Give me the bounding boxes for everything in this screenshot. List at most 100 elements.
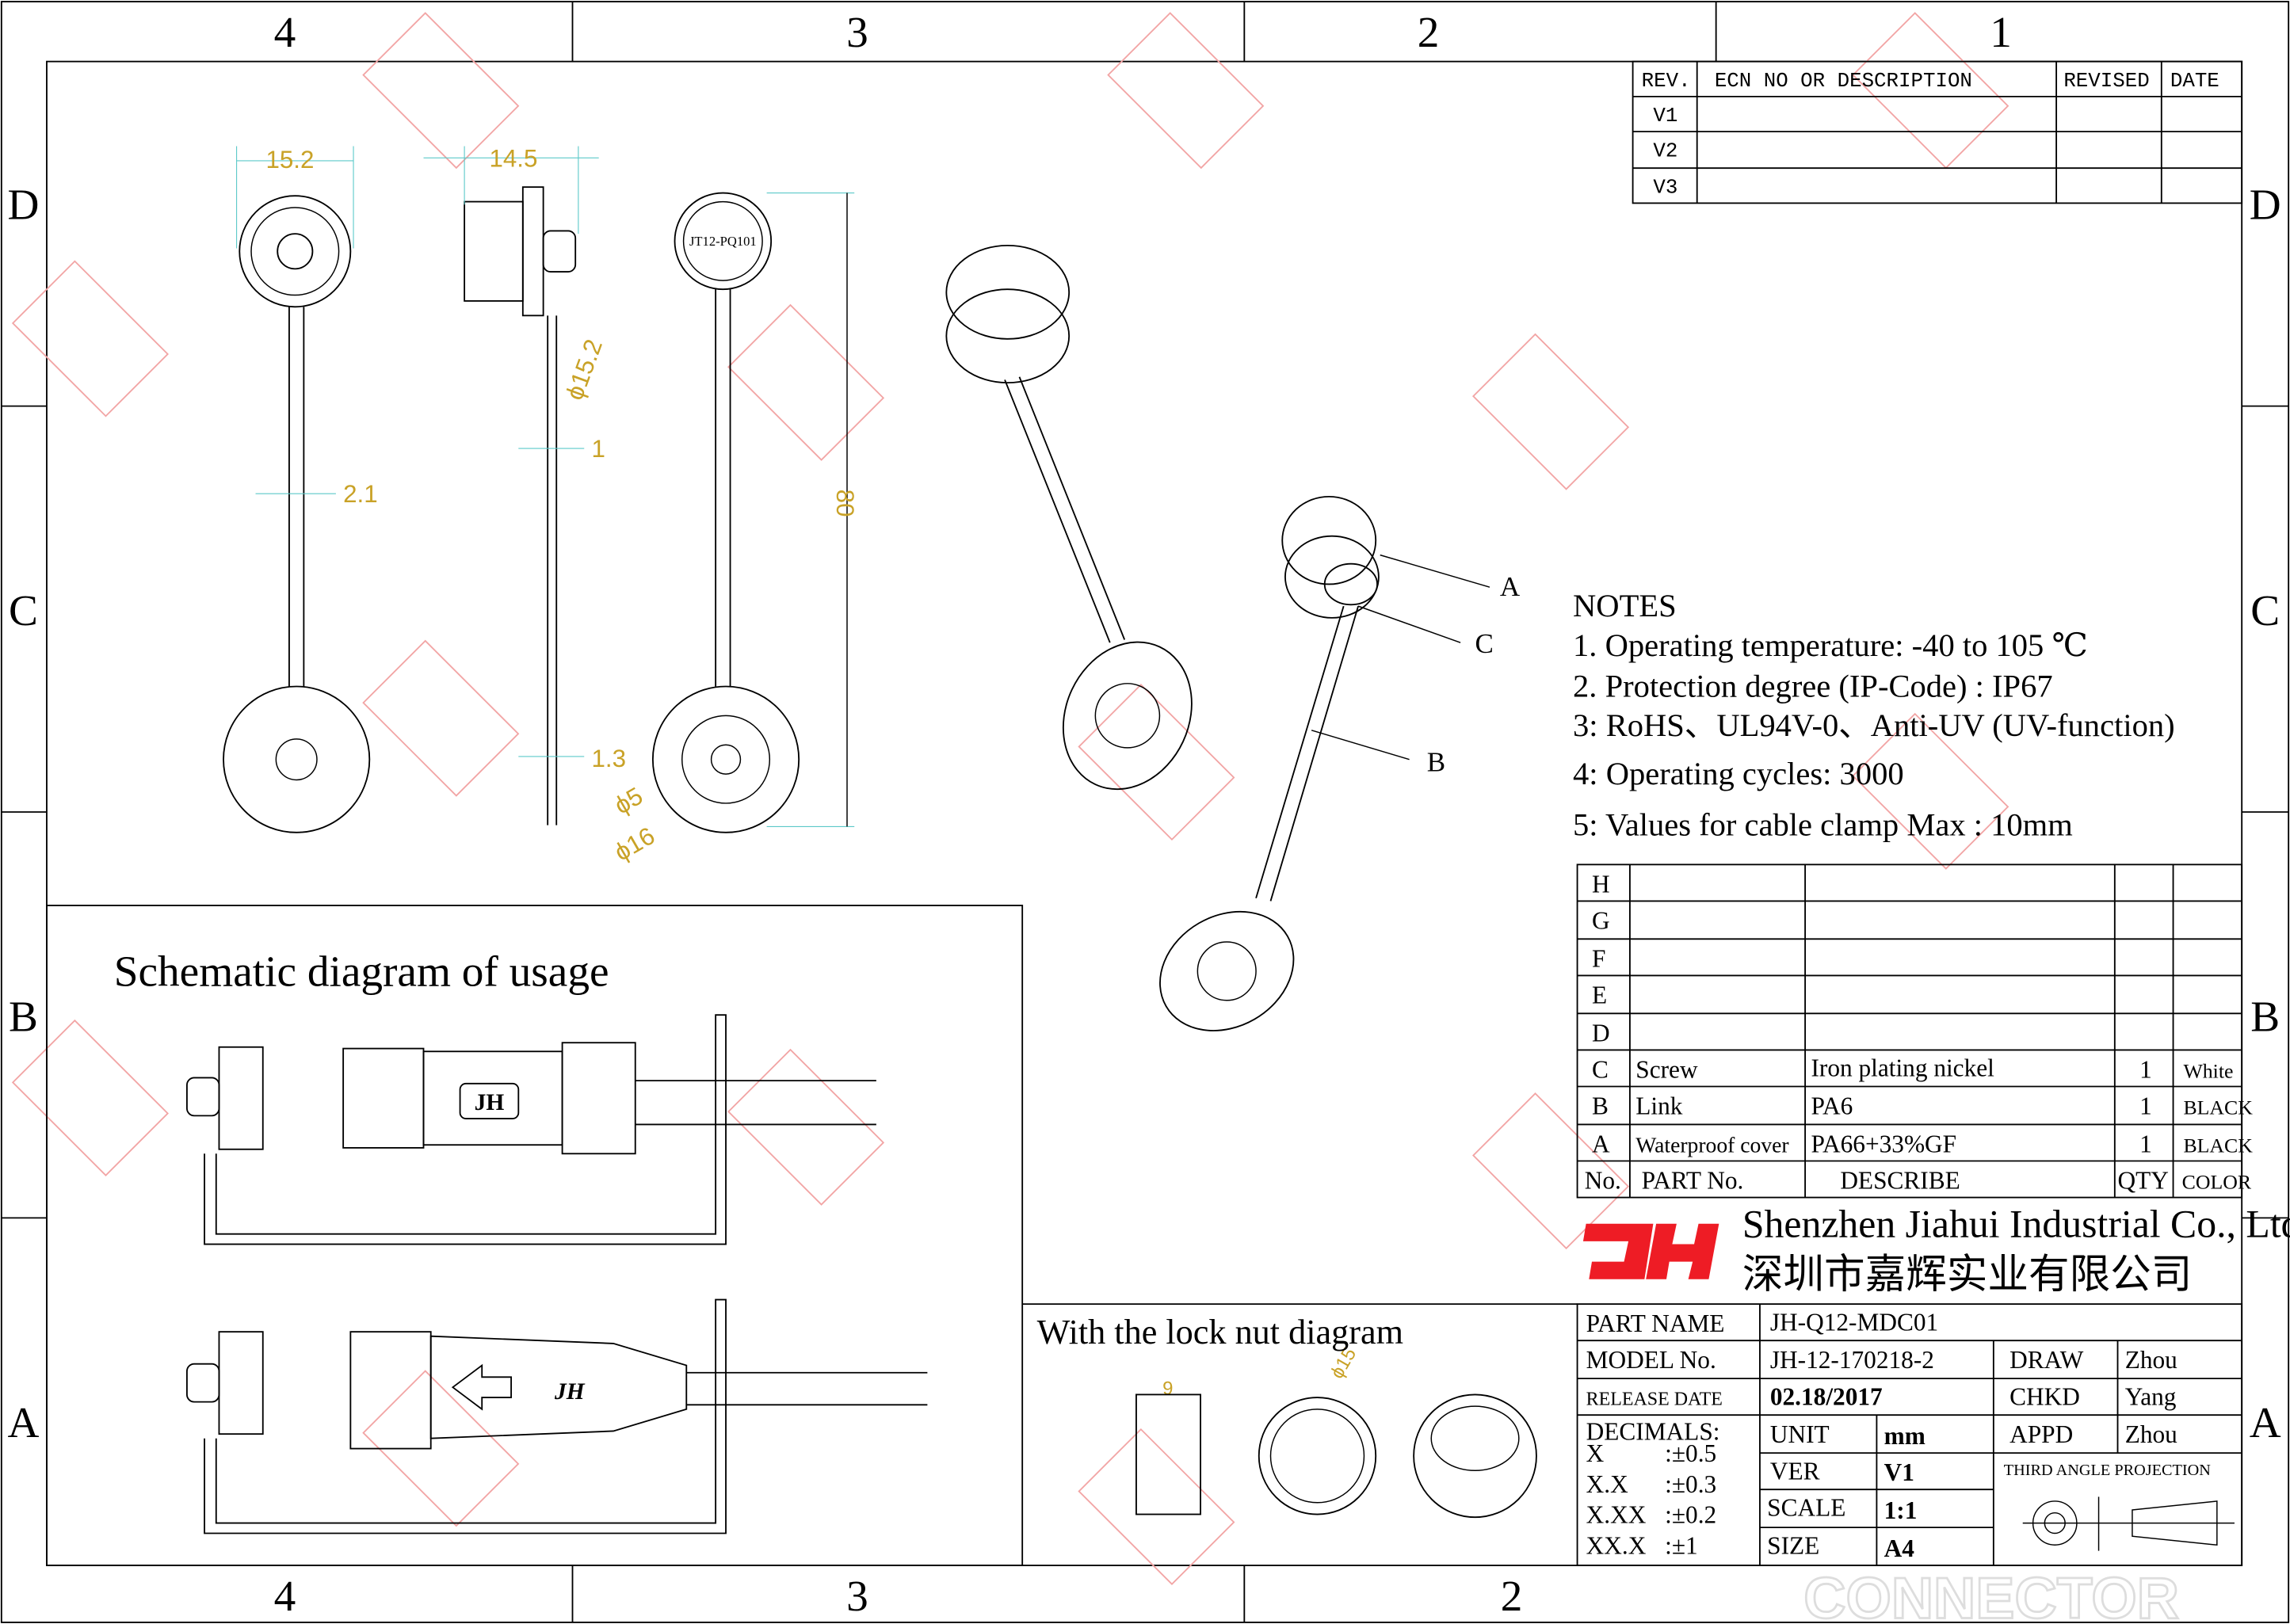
callout-b: B — [1427, 746, 1445, 777]
zone-right-c: C — [2250, 586, 2280, 635]
top-view: JT12-PQ101 — [651, 192, 855, 833]
zone-top-4: 4 — [274, 8, 296, 56]
part-a-qty: 1 — [2139, 1130, 2152, 1157]
note-3: 3: RoHS、UL94V-0、Anti-UV (UV-function) — [1573, 707, 2175, 743]
part-c-no: C — [1592, 1055, 1609, 1083]
zone-left-a: A — [8, 1398, 40, 1447]
part-c-name: Screw — [1635, 1055, 1698, 1083]
callout-a: A — [1500, 571, 1521, 602]
part-c-describe: Iron plating nickel — [1811, 1054, 1994, 1082]
dim-strap-width: 2.1 — [343, 480, 378, 508]
parts-row-d: D — [1592, 1019, 1610, 1046]
zone-top-2: 2 — [1418, 8, 1440, 56]
dim-cap-diameter: ϕ15.2 — [560, 336, 608, 404]
schematic-assembly-2: JH — [185, 1298, 928, 1534]
size-value: A4 — [1884, 1534, 1915, 1562]
part-marking: JT12-PQ101 — [689, 234, 757, 249]
part-a-describe: PA66+33%GF — [1811, 1130, 1956, 1157]
revision-table: REV. ECN NO OR DESCRIPTION REVISED DATE … — [1632, 60, 2243, 204]
schematic-assembly-1: JH — [185, 1014, 876, 1245]
zone-bottom-4: 4 — [274, 1572, 296, 1620]
side-view — [423, 146, 599, 825]
rev-row-v2: V2 — [1653, 139, 1677, 162]
header-part-no: PART No. — [1642, 1167, 1744, 1195]
draw-value: Zhou — [2125, 1346, 2177, 1374]
unit-value: mm — [1884, 1422, 1926, 1450]
zone-bottom-2: 2 — [1501, 1572, 1523, 1620]
parts-row-h: H — [1592, 870, 1610, 898]
ver-value: V1 — [1884, 1458, 1914, 1486]
rev-row-v1: V1 — [1653, 105, 1677, 128]
schematic-logo-2: JH — [554, 1379, 586, 1405]
part-b-describe: PA6 — [1811, 1092, 1853, 1120]
zone-right-a: A — [2250, 1398, 2281, 1447]
rev-header: REV. — [1642, 70, 1691, 93]
dimension-labels: 15.2 14.5 2.1 1 1.3 ϕ15.2 80 ϕ5 ϕ16 9 ϕ1… — [265, 144, 1361, 1399]
part-a-color: BLACK — [2183, 1134, 2253, 1157]
part-name-value: JH-Q12-MDC01 — [1770, 1308, 1938, 1336]
lock-nut-panel: With the lock nut diagram — [1022, 1303, 1578, 1519]
rev-row-v3: V3 — [1653, 177, 1677, 200]
part-c-color: White — [2183, 1059, 2233, 1082]
part-a-name: Waterproof cover — [1635, 1132, 1788, 1157]
zone-right-b: B — [2250, 992, 2280, 1040]
chkd-label: CHKD — [2009, 1382, 2080, 1410]
isometric-view-2 — [1159, 495, 1490, 1031]
zone-top-3: 3 — [846, 8, 868, 56]
part-b-name: Link — [1635, 1092, 1683, 1120]
projection-label: THIRD ANGLE PROJECTION — [2004, 1462, 2212, 1479]
note-1: 1. Operating temperature: -40 to 105 ℃ — [1573, 627, 2088, 663]
third-angle-projection-symbol — [2022, 1496, 2235, 1551]
ecn-header: ECN NO OR DESCRIPTION — [1715, 70, 1972, 93]
decimal-xxdx-key: XX.X — [1586, 1531, 1647, 1559]
callout-labels: A C B — [1427, 571, 1521, 777]
lock-nut-title: With the lock nut diagram — [1037, 1313, 1403, 1351]
dim-nut-width: 9 — [1162, 1378, 1173, 1399]
dim-hole-diameter: ϕ5 — [609, 782, 647, 820]
zone-labels: 4 3 2 1 4 3 2 D C B A D C B A — [8, 8, 2281, 1620]
company-header: Shenzhen Jiahui Industrial Co., Ltd. 深圳市… — [1582, 1202, 2290, 1298]
dim-side-width: 14.5 — [489, 144, 537, 172]
connector-watermark: CONNECTOR — [1803, 1565, 2179, 1624]
note-4: 4: Operating cycles: 3000 — [1573, 756, 1904, 791]
parts-table: H G F E D C Screw Iron plating nickel 1 … — [1576, 863, 2253, 1199]
chkd-value: Yang — [2125, 1382, 2177, 1410]
unit-label: UNIT — [1770, 1420, 1830, 1448]
callout-c: C — [1475, 628, 1494, 659]
model-label: MODEL No. — [1586, 1346, 1716, 1374]
title-block: PART NAME JH-Q12-MDC01 MODEL No. JH-12-1… — [1576, 1303, 2243, 1566]
dim-pad-thickness: 1.3 — [591, 745, 626, 772]
dim-pad-diameter: ϕ16 — [609, 822, 659, 867]
header-color: COLOR — [2182, 1171, 2252, 1194]
scale-value: 1:1 — [1884, 1496, 1918, 1524]
scale-label: SCALE — [1767, 1493, 1845, 1521]
decimal-xxx-key: X.XX — [1586, 1501, 1647, 1529]
part-b-qty: 1 — [2139, 1092, 2152, 1120]
front-view — [223, 146, 371, 833]
header-no: No. — [1585, 1167, 1621, 1195]
appd-value: Zhou — [2125, 1420, 2177, 1448]
zone-right-d: D — [2250, 181, 2281, 229]
schematic-title: Schematic diagram of usage — [114, 947, 609, 995]
zone-top-1: 1 — [1990, 8, 2012, 56]
parts-row-f: F — [1592, 944, 1605, 972]
part-a-no: A — [1592, 1130, 1610, 1157]
decimal-xx-value: :±0.3 — [1665, 1470, 1716, 1498]
release-date-label: RELEASE DATE — [1586, 1389, 1723, 1409]
draw-label: DRAW — [2009, 1346, 2084, 1374]
ver-label: VER — [1770, 1457, 1820, 1485]
header-describe: DESCRIBE — [1840, 1167, 1960, 1195]
schematic-panel: Schematic diagram of usage JH JH — [46, 905, 1024, 1566]
zone-left-b: B — [9, 992, 38, 1040]
part-b-color: BLACK — [2183, 1096, 2253, 1119]
appd-label: APPD — [2009, 1420, 2073, 1448]
isometric-view-1 — [945, 244, 1193, 791]
part-b-no: B — [1592, 1092, 1609, 1120]
notes-title: NOTES — [1573, 588, 1677, 623]
size-label: SIZE — [1767, 1531, 1819, 1559]
company-name-cn: 深圳市嘉辉实业有限公司 — [1742, 1252, 2193, 1298]
dim-length: 80 — [831, 490, 859, 517]
zone-left-d: D — [8, 181, 40, 229]
